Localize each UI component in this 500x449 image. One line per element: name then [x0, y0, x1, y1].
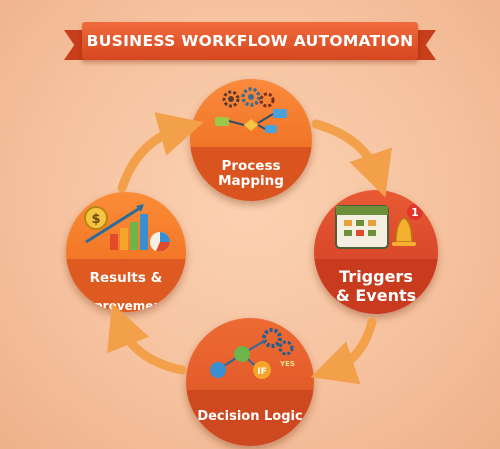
node-process-label: Process Mapping	[190, 147, 312, 201]
node-results-top: $	[66, 192, 186, 260]
yes-label: YES	[279, 360, 295, 368]
node-triggers-label: Triggers & Events	[314, 259, 438, 314]
if-label: IF	[257, 367, 267, 377]
node-triggers-events: 1 Triggers & Events	[314, 190, 438, 314]
arrow-decision-to-results	[107, 303, 187, 375]
node-decision-logic: IF YES Decision Logic	[186, 318, 314, 446]
arrow-results-to-process	[117, 112, 204, 193]
node-decision-top: IF YES	[186, 318, 314, 390]
chart-money-icon: $	[84, 204, 170, 252]
node-process-mapping: Process Mapping	[190, 79, 312, 201]
arrow-triggers-to-decision	[310, 317, 377, 385]
notification-badge: 1	[411, 206, 419, 219]
calendar-bell-icon: 1	[335, 204, 423, 249]
currency-symbol: $	[91, 212, 100, 227]
gears-flowchart-icon	[215, 87, 287, 133]
node-results-label-line1: Results &	[89, 269, 163, 286]
page-title: BUSINESS WORKFLOW AUTOMATION	[82, 22, 418, 60]
node-triggers-top: 1	[314, 190, 438, 260]
node-process-top	[190, 79, 312, 148]
arrow-process-to-triggers	[311, 119, 392, 198]
decision-network-icon: IF YES	[210, 328, 295, 379]
node-decision-label: Decision Logic	[186, 389, 314, 446]
